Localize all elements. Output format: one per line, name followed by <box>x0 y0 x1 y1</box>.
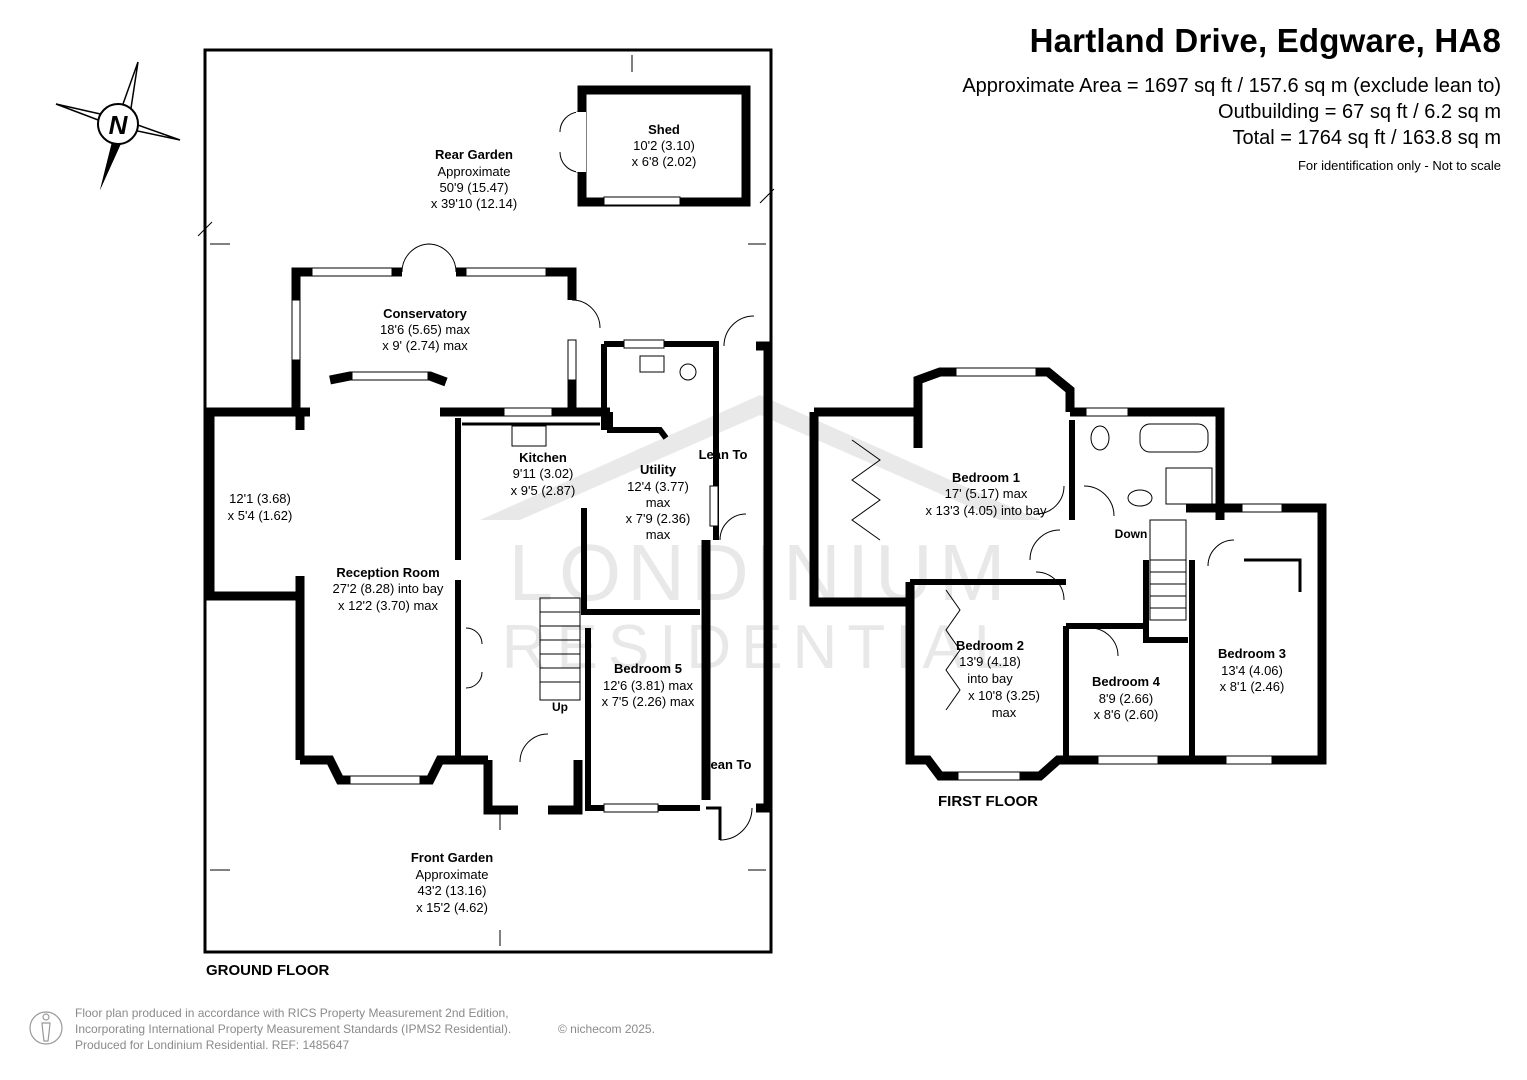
bedroom1-line1: 17' (5.17) max <box>945 486 1028 501</box>
utility-name: Utility <box>640 462 677 477</box>
label-bedroom2: Bedroom 2 13'9 (4.18) into bay x 10'8 (3… <box>956 638 1040 720</box>
first-floor-label: FIRST FLOOR <box>938 793 1038 810</box>
label-utility: Utility 12'4 (3.77) max x 7'9 (2.36) max <box>626 462 691 542</box>
footer-line-2: Incorporating International Property Mea… <box>75 1022 512 1036</box>
front-garden-name: Front Garden <box>411 850 493 865</box>
bedroom5-name: Bedroom 5 <box>614 661 682 676</box>
copyright: © nichecom 2025. <box>558 1022 655 1036</box>
disclaimer: For identification only - Not to scale <box>1297 158 1501 173</box>
compass-label: N <box>109 110 129 140</box>
bedroom2-line3: x 10'8 (3.25) <box>968 688 1040 703</box>
bedroom4-line1: 8'9 (2.66) <box>1099 691 1154 706</box>
label-rear-garden: Rear Garden Approximate 50'9 (15.47) x 3… <box>431 147 517 211</box>
bedroom5-line2: x 7'5 (2.26) max <box>602 694 695 709</box>
label-bedroom4: Bedroom 4 8'9 (2.66) x 8'6 (2.60) <box>1092 674 1161 722</box>
bedroom2-name: Bedroom 2 <box>956 638 1024 653</box>
bedroom1-line2: x 13'3 (4.05) into bay <box>926 503 1047 518</box>
total-area: Total = 1764 sq ft / 163.8 sq m <box>1232 127 1502 149</box>
rear-garden-line3: x 39'10 (12.14) <box>431 196 517 211</box>
label-front-garden: Front Garden Approximate 43'2 (13.16) x … <box>411 850 493 915</box>
label-bedroom1: Bedroom 1 17' (5.17) max x 13'3 (4.05) i… <box>926 470 1047 518</box>
label-lean-to-2: Lean To <box>703 757 752 772</box>
page-title: Hartland Drive, Edgware, HA8 <box>1029 22 1501 59</box>
rear-garden-line1: Approximate <box>438 164 511 179</box>
first-floor-plan <box>809 367 1327 781</box>
front-garden-line1: Approximate <box>416 867 489 882</box>
watermark-line2: RESIDENTIAL <box>502 613 1019 682</box>
kitchen-line1: 9'11 (3.02) <box>513 466 574 481</box>
ground-floor-plan <box>197 48 775 954</box>
reception-line2: x 12'2 (3.70) max <box>338 598 439 613</box>
rear-garden-line2: 50'9 (15.47) <box>440 180 509 195</box>
bedroom5-line1: 12'6 (3.81) max <box>603 678 693 693</box>
reception-name: Reception Room <box>336 565 439 580</box>
bedroom2-line4: max <box>992 705 1017 720</box>
front-garden-line2: 43'2 (13.16) <box>418 883 487 898</box>
kitchen-line2: x 9'5 (2.87) <box>511 483 576 498</box>
bedroom3-line1: 13'4 (4.06) <box>1221 663 1283 678</box>
rear-garden-name: Rear Garden <box>435 147 513 162</box>
utility-line2: max <box>646 495 671 510</box>
shed-name: Shed <box>648 122 680 137</box>
bedroom4-line2: x 8'6 (2.60) <box>1094 707 1159 722</box>
conservatory-line2: x 9' (2.74) max <box>382 338 468 353</box>
kitchen-name: Kitchen <box>519 450 567 465</box>
utility-line4: max <box>646 527 671 542</box>
garage-line2: x 5'4 (1.62) <box>228 508 293 523</box>
front-garden-line3: x 15'2 (4.62) <box>416 900 488 915</box>
bedroom3-name: Bedroom 3 <box>1218 646 1286 661</box>
label-bedroom3: Bedroom 3 13'4 (4.06) x 8'1 (2.46) <box>1218 646 1286 694</box>
bedroom2-line2: into bay <box>967 671 1013 686</box>
bedroom4-name: Bedroom 4 <box>1092 674 1161 689</box>
watermark-line1: LONDINIUM <box>509 528 1012 617</box>
room-labels: Rear Garden Approximate 50'9 (15.47) x 3… <box>228 122 1286 915</box>
stairs-down-label: Down <box>1115 527 1148 541</box>
garage-line1: 12'1 (3.68) <box>229 491 291 506</box>
label-kitchen: Kitchen 9'11 (3.02) x 9'5 (2.87) <box>511 450 576 498</box>
stairs-up-label: Up <box>552 700 568 714</box>
label-reception: Reception Room 27'2 (8.28) into bay x 12… <box>333 565 444 613</box>
approximate-area: Approximate Area = 1697 sq ft / 157.6 sq… <box>962 75 1501 97</box>
label-bedroom5: Bedroom 5 12'6 (3.81) max x 7'5 (2.26) m… <box>602 661 695 709</box>
label-shed: Shed 10'2 (3.10) x 6'8 (2.02) <box>632 122 697 169</box>
label-conservatory: Conservatory 18'6 (5.65) max x 9' (2.74)… <box>380 306 470 353</box>
shed-line2: x 6'8 (2.02) <box>632 154 697 169</box>
person-icon <box>29 1011 63 1045</box>
conservatory-line1: 18'6 (5.65) max <box>380 322 470 337</box>
lean-to-2-name: Lean To <box>703 757 752 772</box>
footer-line-1: Floor plan produced in accordance with R… <box>75 1006 509 1020</box>
compass-icon: N <box>55 61 181 190</box>
reception-line1: 27'2 (8.28) into bay <box>333 581 444 596</box>
bedroom1-name: Bedroom 1 <box>952 470 1020 485</box>
utility-line1: 12'4 (3.77) <box>627 479 689 494</box>
outbuilding-area: Outbuilding = 67 sq ft / 6.2 sq m <box>1218 101 1501 123</box>
label-garage: 12'1 (3.68) x 5'4 (1.62) <box>228 491 293 523</box>
ground-floor-label: GROUND FLOOR <box>206 962 330 979</box>
bedroom2-line1: 13'9 (4.18) <box>959 654 1021 669</box>
conservatory-name: Conservatory <box>383 306 468 321</box>
label-lean-to-1: Lean To <box>699 447 748 462</box>
bedroom3-line2: x 8'1 (2.46) <box>1220 679 1285 694</box>
utility-line3: x 7'9 (2.36) <box>626 511 691 526</box>
footer-line-3: Produced for Londinium Residential. REF:… <box>75 1038 350 1052</box>
shed-line1: 10'2 (3.10) <box>633 138 695 153</box>
lean-to-1-name: Lean To <box>699 447 748 462</box>
